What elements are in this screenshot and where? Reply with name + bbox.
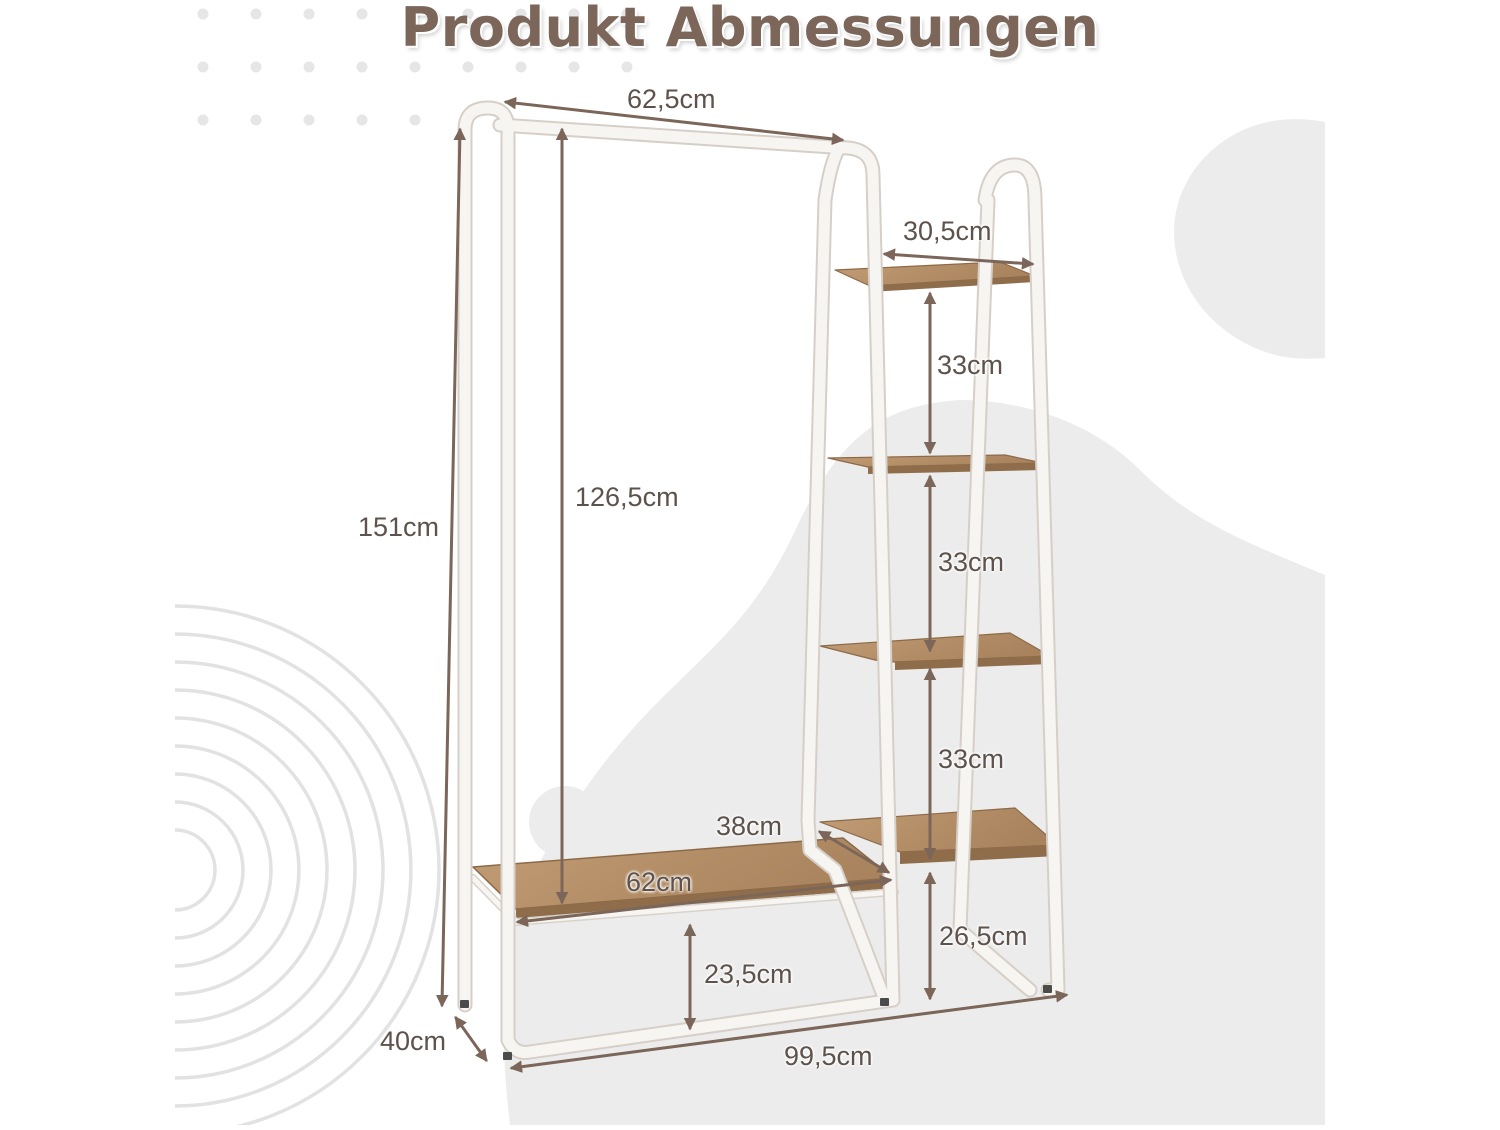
background-dot <box>621 61 633 73</box>
arrow-shelf-depth <box>817 830 891 874</box>
label-bottom-shelf-height: 23,5cm <box>704 959 793 989</box>
label-total-width: 99,5cm <box>784 1041 873 1071</box>
hanging-rail-tube <box>494 119 899 1006</box>
background-dot <box>515 8 527 20</box>
background-dot <box>462 8 474 20</box>
background-dot <box>250 61 262 73</box>
background-arc <box>174 744 301 996</box>
background-small-circle <box>529 786 601 858</box>
label-shelf-depth: 38cm <box>716 811 783 841</box>
background-dot <box>568 8 580 20</box>
background-arc <box>174 772 273 968</box>
background-dot <box>462 61 474 73</box>
background-dot-grid <box>197 8 633 126</box>
background-arc <box>174 660 385 1080</box>
arrow-top-rail-width <box>503 96 845 146</box>
right-frame-tube-back <box>954 194 1036 996</box>
background-dot <box>409 61 421 73</box>
foot-4 <box>1043 985 1052 993</box>
background-arc <box>174 800 245 940</box>
label-shelf-gap-3: 33cm <box>938 744 1005 774</box>
background-dot <box>197 8 209 20</box>
label-bottom-shelf-width: 62cm <box>626 867 693 897</box>
background-dot <box>356 114 368 126</box>
background-arc <box>174 632 413 1108</box>
background-arc <box>174 828 217 912</box>
foot-2 <box>503 1052 512 1060</box>
right-frame-tube-front <box>979 159 1064 996</box>
background-dot <box>568 61 580 73</box>
background-dot <box>409 114 421 126</box>
background-dot <box>303 61 315 73</box>
label-shelf-width: 30,5cm <box>903 216 992 246</box>
arrow-depth <box>454 1015 488 1063</box>
label-total-height: 151cm <box>358 512 440 542</box>
label-top-rail-width: 62,5cm <box>627 84 716 114</box>
background-dot <box>515 61 527 73</box>
label-lowest-shelf-height: 26,5cm <box>939 921 1028 951</box>
arrow-total-width <box>509 990 1069 1073</box>
label-shelf-gap-2: 33cm <box>938 547 1005 577</box>
background-arc <box>174 688 357 1052</box>
background-dot <box>303 114 315 126</box>
page-title: Produkt Abmessungen <box>400 0 1100 59</box>
background-dot <box>409 8 421 20</box>
background-dot <box>356 8 368 20</box>
label-rail-height: 126,5cm <box>575 482 679 512</box>
background-dot <box>250 114 262 126</box>
background-dot <box>250 8 262 20</box>
label-shelf-gap-1: 33cm <box>937 350 1004 380</box>
background-dot <box>621 8 633 20</box>
background-wave-shape <box>503 400 1325 1125</box>
background-dot <box>197 114 209 126</box>
background-dot <box>197 61 209 73</box>
background-dot <box>303 8 315 20</box>
arrow-bottom-shelf-width <box>515 874 893 928</box>
foot-3 <box>880 998 889 1006</box>
label-depth: 40cm <box>380 1026 447 1056</box>
middle-frame-tube <box>802 144 891 1006</box>
arrow-shelf-width <box>882 248 1035 270</box>
background-arc <box>174 716 329 1024</box>
dimension-arrows <box>435 96 1069 1073</box>
foot-1 <box>460 1000 469 1008</box>
background-dot <box>356 61 368 73</box>
arrow-total-height <box>435 127 467 1008</box>
background-decoration <box>174 8 1325 1130</box>
background-circle-shape <box>1174 119 1325 359</box>
